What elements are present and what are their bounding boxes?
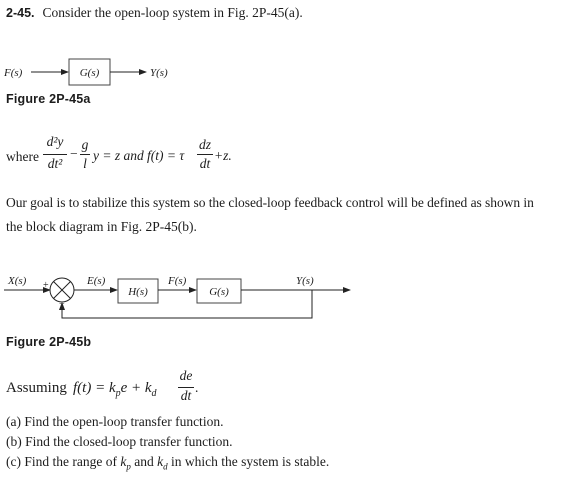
eq1-num3: dz [198, 137, 211, 152]
eq1-den3: dt [199, 156, 211, 171]
assuming-word: Assuming [6, 380, 67, 396]
eq1-f-of-t: f(t) = τ [147, 148, 185, 163]
part-c: (c) Find the range of kp and kd in which… [6, 454, 330, 472]
eq1-num1: d²y [46, 134, 64, 149]
problem-number: 2-45. [6, 6, 35, 20]
eq1-bar2 [80, 154, 90, 155]
fig-b-input-label: X(s) [7, 275, 27, 287]
part-a-text: Find the open-loop transfer function. [24, 414, 224, 429]
part-a-label: (a) [6, 414, 21, 429]
fig-b-block-h-label: H(s) [127, 286, 148, 298]
fig-a-input-label: F(s) [3, 67, 23, 79]
assuming-num: de [179, 368, 193, 383]
fig-b-error-label: E(s) [86, 275, 106, 287]
sum-plus-sign: + [43, 280, 49, 291]
goal-line-1: Our goal is to stabilize this system so … [6, 195, 534, 210]
part-b: (b) Find the closed-loop transfer functi… [6, 434, 232, 450]
figure-a-caption: Figure 2P-45a [6, 92, 91, 106]
figure-a-diagram: F(s) G(s) Y(s) [3, 58, 168, 86]
feedback-path [59, 290, 313, 319]
fig-b-block-g-label: G(s) [209, 286, 229, 298]
eq1-bar3 [197, 154, 213, 155]
part-b-text: Find the closed-loop transfer function. [25, 434, 233, 449]
problem-title: Consider the open-loop system in Fig. 2P… [42, 5, 303, 20]
eq1-den1: dt² [47, 156, 63, 171]
eq1-minus: − [70, 146, 78, 161]
sum-cross-2 [53, 281, 71, 299]
eq1-den2: l [83, 156, 87, 171]
fig-b-block-g [196, 278, 242, 304]
eq1-num2: g [81, 137, 89, 152]
part-c-pre: Find the range of [24, 454, 121, 469]
part-c-label: (c) [6, 454, 21, 469]
fig-a-output-label: Y(s) [150, 67, 168, 79]
part-b-label: (b) [6, 434, 22, 449]
eq1-mid: y = z and [93, 148, 144, 163]
goal-line-2: the block diagram in Fig. 2P-45(b). [6, 219, 197, 234]
problem-header: 2-45. Consider the open-loop system in F… [6, 4, 303, 22]
fig-b-output-label: Y(s) [296, 275, 314, 287]
assuming-end: . [195, 380, 199, 395]
eq1-where: where [6, 149, 39, 164]
assuming-den: dt [180, 388, 192, 403]
figure-b-diagram: X(s) + − E(s) H(s) F(s) G(s) Y(s) [4, 275, 351, 319]
fig-a-block-label: G(s) [80, 67, 100, 79]
eq1-tail: +z. [214, 148, 232, 163]
fig-b-block-h [117, 278, 159, 304]
part-a: (a) Find the open-loop transfer function… [6, 414, 223, 430]
figure-b-caption: Figure 2P-45b [6, 335, 92, 349]
assuming-bar [178, 387, 194, 388]
fig-b-f-label: F(s) [167, 275, 187, 287]
assuming-expr: f(t) = kpe + kd [73, 380, 157, 399]
eq1-bar1 [43, 154, 67, 155]
